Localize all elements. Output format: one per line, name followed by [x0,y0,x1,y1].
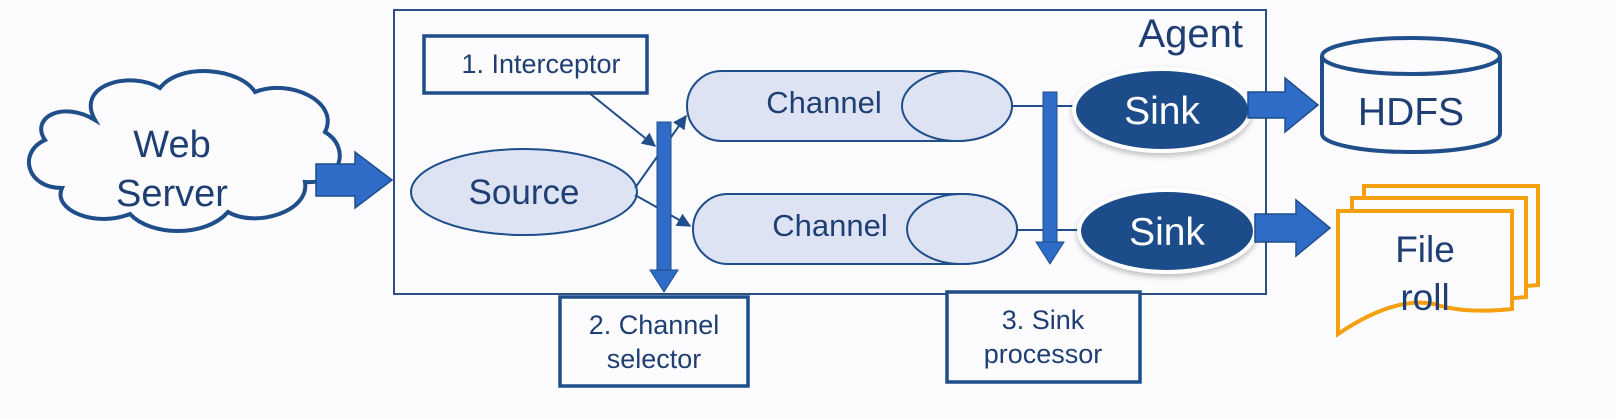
sink-2: Sink [1077,188,1257,274]
web-server-label-line2: Server [116,173,228,215]
channel-2-label: Channel [772,208,887,243]
sink-processor-label-line2: processor [984,339,1103,369]
interceptor-arrow [587,91,657,147]
web-server-cloud: Web Server [27,69,342,233]
source-label: Source [469,173,580,212]
channel-selector-arrow [649,121,679,293]
file-roll-documents: File roll [1336,184,1540,338]
channel-2: Channel [692,193,1018,265]
hdfs-storage: HDFS [1320,36,1502,154]
file-roll-label-line2: roll [1400,277,1449,318]
interceptor-label: 1. Interceptor [461,49,620,79]
sink-processor-arrow [1035,91,1065,265]
agent-label: Agent [1138,12,1243,56]
sink-processor-label-line1: 3. Sink [1002,305,1085,335]
webserver-to-source-arrow [315,150,394,210]
sink-1: Sink [1072,67,1252,153]
file-roll-label-line1: File [1395,229,1455,270]
sink1-to-hdfs-arrow [1247,76,1320,134]
sink2-to-fileroll-arrow [1254,198,1332,258]
channel-1-label: Channel [766,85,881,120]
web-server-label-line1: Web [133,124,210,166]
sink-processor-box: 3. Sink processor [945,290,1142,384]
channel-1: Channel [686,70,1013,142]
sink-2-label: Sink [1129,211,1205,254]
channel-selector-label-line2: selector [607,344,702,374]
interceptor-box: 1. Interceptor [422,34,649,95]
channel-selector-box: 2. Channel selector [558,295,750,388]
channel-selector-label-line1: 2. Channel [589,310,720,340]
hdfs-label: HDFS [1358,91,1464,134]
source-node: Source [410,148,638,236]
sink-1-label: Sink [1124,90,1200,133]
